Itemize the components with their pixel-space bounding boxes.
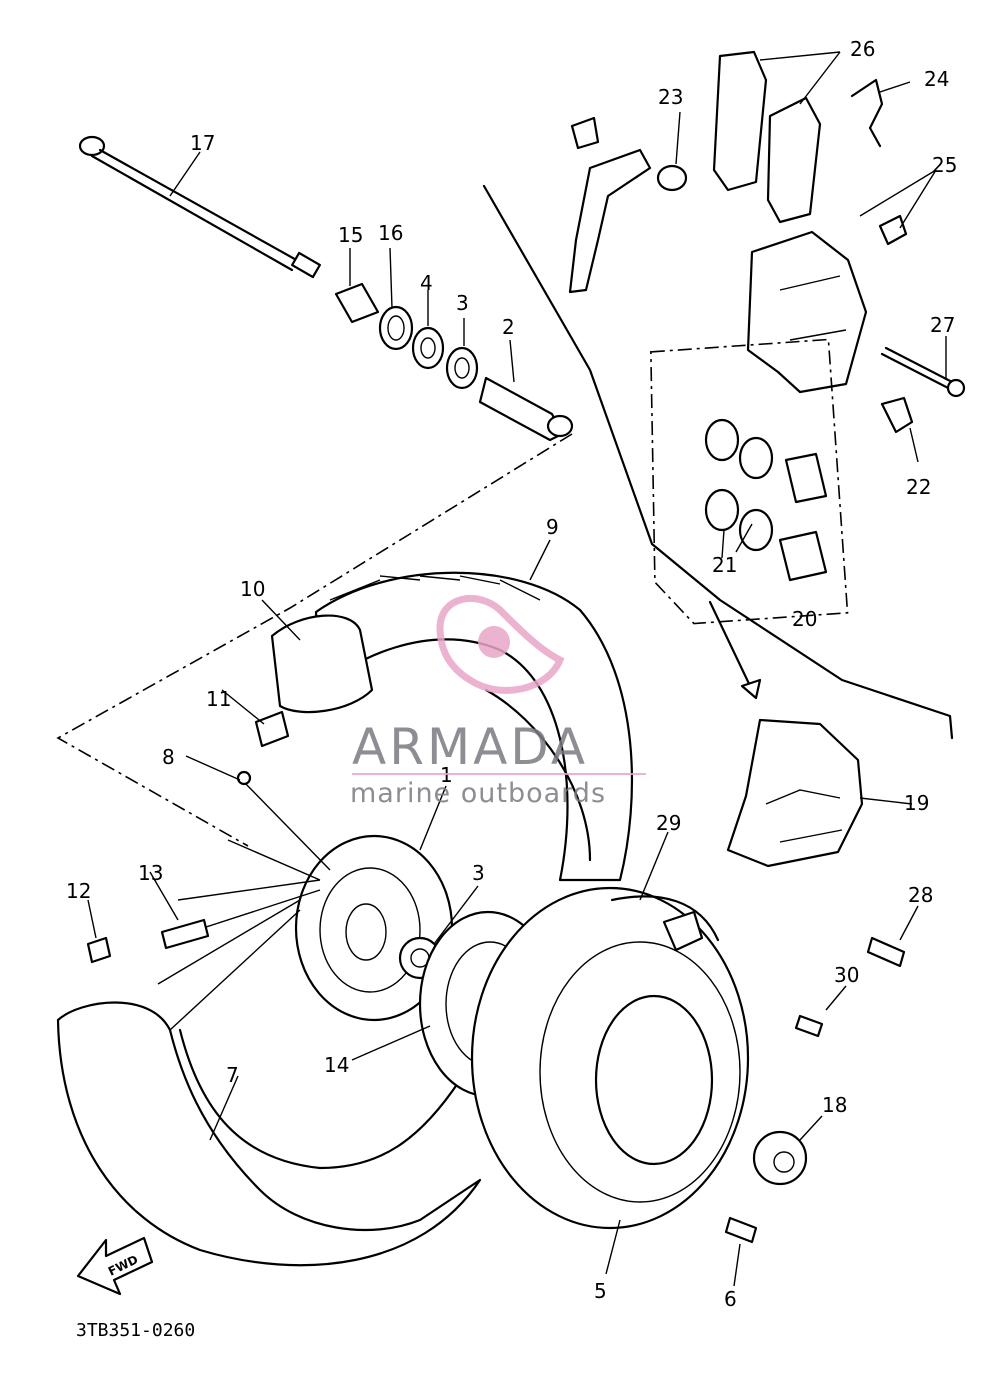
callout-10: 10 [240, 577, 265, 601]
oil-seal-16 [378, 305, 414, 351]
callout-4: 4 [420, 271, 433, 295]
front-axle [78, 135, 321, 279]
callout-30: 30 [834, 963, 859, 987]
callout-3-upper: 3 [456, 291, 469, 315]
caliper-bolt-27 [880, 346, 966, 398]
callout-18: 18 [822, 1093, 847, 1117]
callout-6: 6 [724, 1287, 737, 1311]
armada-logo-emblem [436, 595, 565, 694]
callout-23: 23 [658, 85, 683, 109]
brake-pad-26 [712, 50, 822, 224]
diagram-code: 3TB351-0260 [76, 1320, 195, 1341]
watermark-brand: ARMADA [352, 718, 588, 776]
callout-19: 19 [904, 791, 929, 815]
callout-28: 28 [908, 883, 933, 907]
disc-cover-29 [610, 895, 720, 952]
callout-13: 13 [138, 861, 163, 885]
bearing-3-upper [445, 346, 479, 390]
bolt-28 [866, 936, 906, 968]
watermark-tagline: marine outboards [350, 778, 606, 809]
callout-22: 22 [906, 475, 931, 499]
union-bolt-25 [878, 214, 908, 246]
callout-8: 8 [162, 745, 175, 769]
cap-12 [86, 936, 112, 964]
callout-16: 16 [378, 221, 403, 245]
caliper-body [746, 230, 868, 394]
callout-2: 2 [502, 315, 515, 339]
callout-17: 17 [190, 131, 215, 155]
callout-26: 26 [850, 37, 875, 61]
callout-3-lower: 3 [472, 861, 485, 885]
front-brake-caliper-19 [726, 718, 864, 868]
callout-labels: 17 15 16 4 3 2 23 26 24 25 27 22 21 20 9… [66, 37, 957, 1311]
spokes-8 [157, 770, 331, 1031]
callout-12: 12 [66, 879, 91, 903]
callout-25: 25 [932, 153, 957, 177]
rim-band-11 [254, 710, 290, 748]
callout-20: 20 [792, 607, 817, 631]
bearing-4 [411, 326, 445, 370]
callout-15: 15 [338, 223, 363, 247]
callout-14: 14 [324, 1053, 349, 1077]
pad-spring-24 [850, 78, 884, 148]
callout-27: 27 [930, 313, 955, 337]
forward-direction-arrow: FWD [76, 1236, 154, 1296]
armada-watermark: ARMADA marine outboards [350, 595, 646, 809]
screw-30 [794, 1014, 824, 1038]
callout-11: 11 [206, 687, 231, 711]
callout-9: 9 [546, 515, 559, 539]
callout-7: 7 [226, 1063, 239, 1087]
nipple-13 [160, 918, 210, 950]
callout-24: 24 [924, 67, 949, 91]
callout-5: 5 [594, 1279, 607, 1303]
bolt-6 [724, 1216, 758, 1244]
rim-7 [178, 688, 592, 1170]
spacer-2 [478, 376, 574, 442]
callout-21: 21 [712, 553, 737, 577]
tube-10 [270, 614, 374, 714]
leader-lines [87, 51, 947, 1287]
collar-15 [334, 282, 380, 324]
piston-seal-kit-20 [704, 418, 828, 582]
bleed-screw-22 [880, 396, 914, 434]
brake-disc-5 [470, 886, 750, 1230]
bleed-screw-23 [656, 164, 688, 192]
callout-29: 29 [656, 811, 681, 835]
caliper-bracket [568, 116, 652, 294]
speedometer-gear-unit-18 [752, 1130, 808, 1186]
